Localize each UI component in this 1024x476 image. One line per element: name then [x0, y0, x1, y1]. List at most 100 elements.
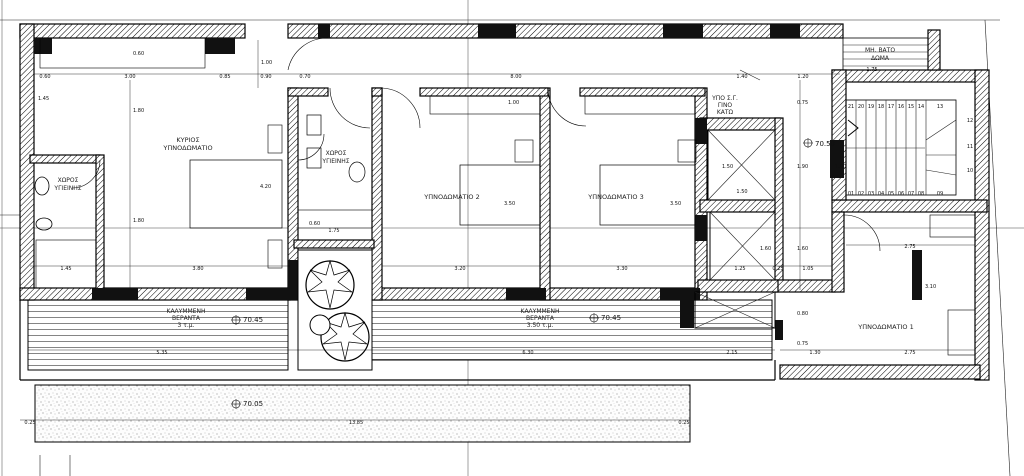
door-swings	[71, 37, 881, 252]
dim-bottom-7: 1.05	[802, 266, 813, 272]
wc-mid-label: ΧΩΡΟΣ	[326, 150, 347, 157]
dim-veranda-2: 6.30	[522, 350, 533, 356]
dim-inner-9: 1.60	[797, 246, 808, 252]
dim-vert-2: 1.00	[261, 60, 272, 66]
shaft-label: ΥΠΟ Σ.Γ.	[711, 95, 738, 102]
dim-veranda-1: 5.35	[156, 350, 167, 356]
dim-master-2: 4.20	[260, 184, 271, 190]
svg-text:17: 17	[888, 104, 894, 110]
wc-left-label-2: ΥΓΙΕΙΝΗΣ	[53, 185, 81, 192]
dim-vert-4: 0.75	[797, 100, 808, 106]
shaft-label-2: ΓΙΝΟ	[718, 102, 733, 109]
dim-veranda-6: 0.25	[24, 420, 35, 426]
dim-veranda-8: 0.25	[678, 420, 689, 426]
veranda-deck-mid	[371, 299, 773, 361]
dim-top-1: 0.60	[39, 74, 50, 80]
dim-inner-4: 3.50	[670, 201, 681, 207]
mech-room	[842, 29, 941, 71]
dim-vert-3: 1.00	[508, 100, 519, 106]
dim-inner-12: 0.75	[797, 341, 808, 347]
dim-bottom-8: 2.75	[904, 244, 915, 250]
dim-inner-11: 0.80	[797, 311, 808, 317]
dim-inner-5: 1.50	[722, 164, 733, 170]
master-bedroom-label: ΚΥΡΙΟΣ	[176, 136, 199, 144]
svg-text:11: 11	[967, 144, 973, 150]
dim-veranda-5: 2.75	[904, 350, 915, 356]
svg-text:70.45: 70.45	[601, 314, 621, 322]
dim-veranda-3: 2.15	[726, 350, 737, 356]
dim-top-8: 1.20	[797, 74, 808, 80]
dim-bottom-2: 3.80	[192, 266, 203, 272]
level-marker-bottom: 70.05	[231, 399, 263, 409]
svg-text:18: 18	[878, 104, 884, 110]
veranda-left-label: ΚΑΛΥΜΜΕΝΗ	[167, 308, 206, 315]
dim-inner-2: 0.60	[309, 221, 320, 227]
svg-text:04: 04	[878, 191, 884, 197]
dim-top-3: 0.85	[219, 74, 230, 80]
level-marker-veranda-left: 70.45	[231, 315, 263, 325]
mech-room-label: ΜΗ. ΒΑΤΟ	[865, 47, 895, 54]
bedroom3-label: ΥΠΝΟΔΩΜΑΤΙΟ 3	[587, 193, 644, 201]
dim-master-1: 1.80	[133, 108, 144, 114]
svg-text:21: 21	[848, 104, 854, 110]
svg-text:14: 14	[918, 104, 924, 110]
master-bedroom-label-2: ΥΠΝΟΔΩΜΑΤΙΟ	[162, 144, 212, 152]
dim-top-4: 0.90	[260, 74, 271, 80]
veranda-deck-left	[27, 299, 289, 371]
veranda-left-label-2: ΒΕΡΑΝΤΑ	[172, 315, 201, 322]
wc-left-label: ΧΩΡΟΣ	[58, 177, 79, 184]
window-heads	[34, 24, 922, 340]
dim-top-5: 0.70	[299, 74, 310, 80]
planter-trees	[297, 249, 373, 371]
dim-bottom-1: 1.45	[60, 266, 71, 272]
dim-bottom-5: 1.25	[734, 266, 745, 272]
dim-bottom-4: 3.30	[616, 266, 627, 272]
outer-walls	[19, 23, 990, 381]
dim-vert-1: 0.60	[133, 51, 144, 57]
dim-inner-3: 3.50	[504, 201, 515, 207]
dim-master-3: 1.80	[133, 218, 144, 224]
veranda-left-label-3: 3 τ.μ.	[178, 322, 195, 329]
svg-text:10: 10	[967, 168, 973, 174]
dim-inner-10: 3.10	[925, 284, 936, 290]
stair-numbers: 21 20 19 18 17 16 15 14 13 12 11 10 01 0…	[848, 104, 973, 197]
shaft-label-3: ΚΑΤΩ	[717, 109, 734, 116]
dim-top-7: 1.40	[736, 74, 747, 80]
svg-text:02: 02	[858, 191, 864, 197]
svg-text:12: 12	[967, 118, 973, 124]
dim-inner-7: 1.90	[835, 164, 846, 170]
svg-text:13: 13	[937, 104, 943, 110]
svg-text:06: 06	[898, 191, 904, 197]
dim-top-6: 8.00	[510, 74, 521, 80]
svg-text:70.45: 70.45	[243, 316, 263, 324]
svg-text:19: 19	[868, 104, 874, 110]
svg-text:09: 09	[937, 191, 943, 197]
svg-text:08: 08	[918, 191, 924, 197]
level-marker-stair: 70.50	[803, 138, 835, 148]
level-marker-veranda-mid: 70.45	[589, 313, 621, 323]
svg-text:20: 20	[858, 104, 864, 110]
dim-bottom-6: 0.25	[772, 266, 783, 272]
mech-room-label-2: ΔΩΜΑ	[871, 55, 890, 62]
svg-text:01: 01	[848, 191, 854, 197]
dim-top-9: 1.75	[866, 67, 877, 73]
veranda-mid-label-3: 3.50 τ.μ.	[527, 322, 554, 329]
dimension-lines	[20, 40, 975, 421]
dim-inner-8: 1.60	[760, 246, 771, 252]
dim-veranda-7: 13.85	[349, 420, 363, 426]
svg-text:70.05: 70.05	[243, 400, 263, 408]
veranda-mid-label: ΚΑΛΥΜΜΕΝΗ	[521, 308, 560, 315]
dim-shaft-small: 1.50	[736, 189, 747, 195]
dim-veranda-4: 1.30	[809, 350, 820, 356]
veranda-mid-label-2: ΒΕΡΑΝΤΑ	[526, 315, 555, 322]
dim-inner-1: 1.75	[328, 228, 339, 234]
svg-text:07: 07	[908, 191, 914, 197]
dim-inner-6: 1.90	[797, 164, 808, 170]
svg-text:15: 15	[908, 104, 914, 110]
svg-text:03: 03	[868, 191, 874, 197]
svg-text:70.50: 70.50	[815, 140, 835, 148]
bedroom2-label: ΥΠΝΟΔΩΜΑΤΙΟ 2	[423, 193, 480, 201]
lift-shafts	[694, 129, 776, 329]
fixtures	[34, 37, 976, 356]
staircase	[845, 99, 957, 196]
